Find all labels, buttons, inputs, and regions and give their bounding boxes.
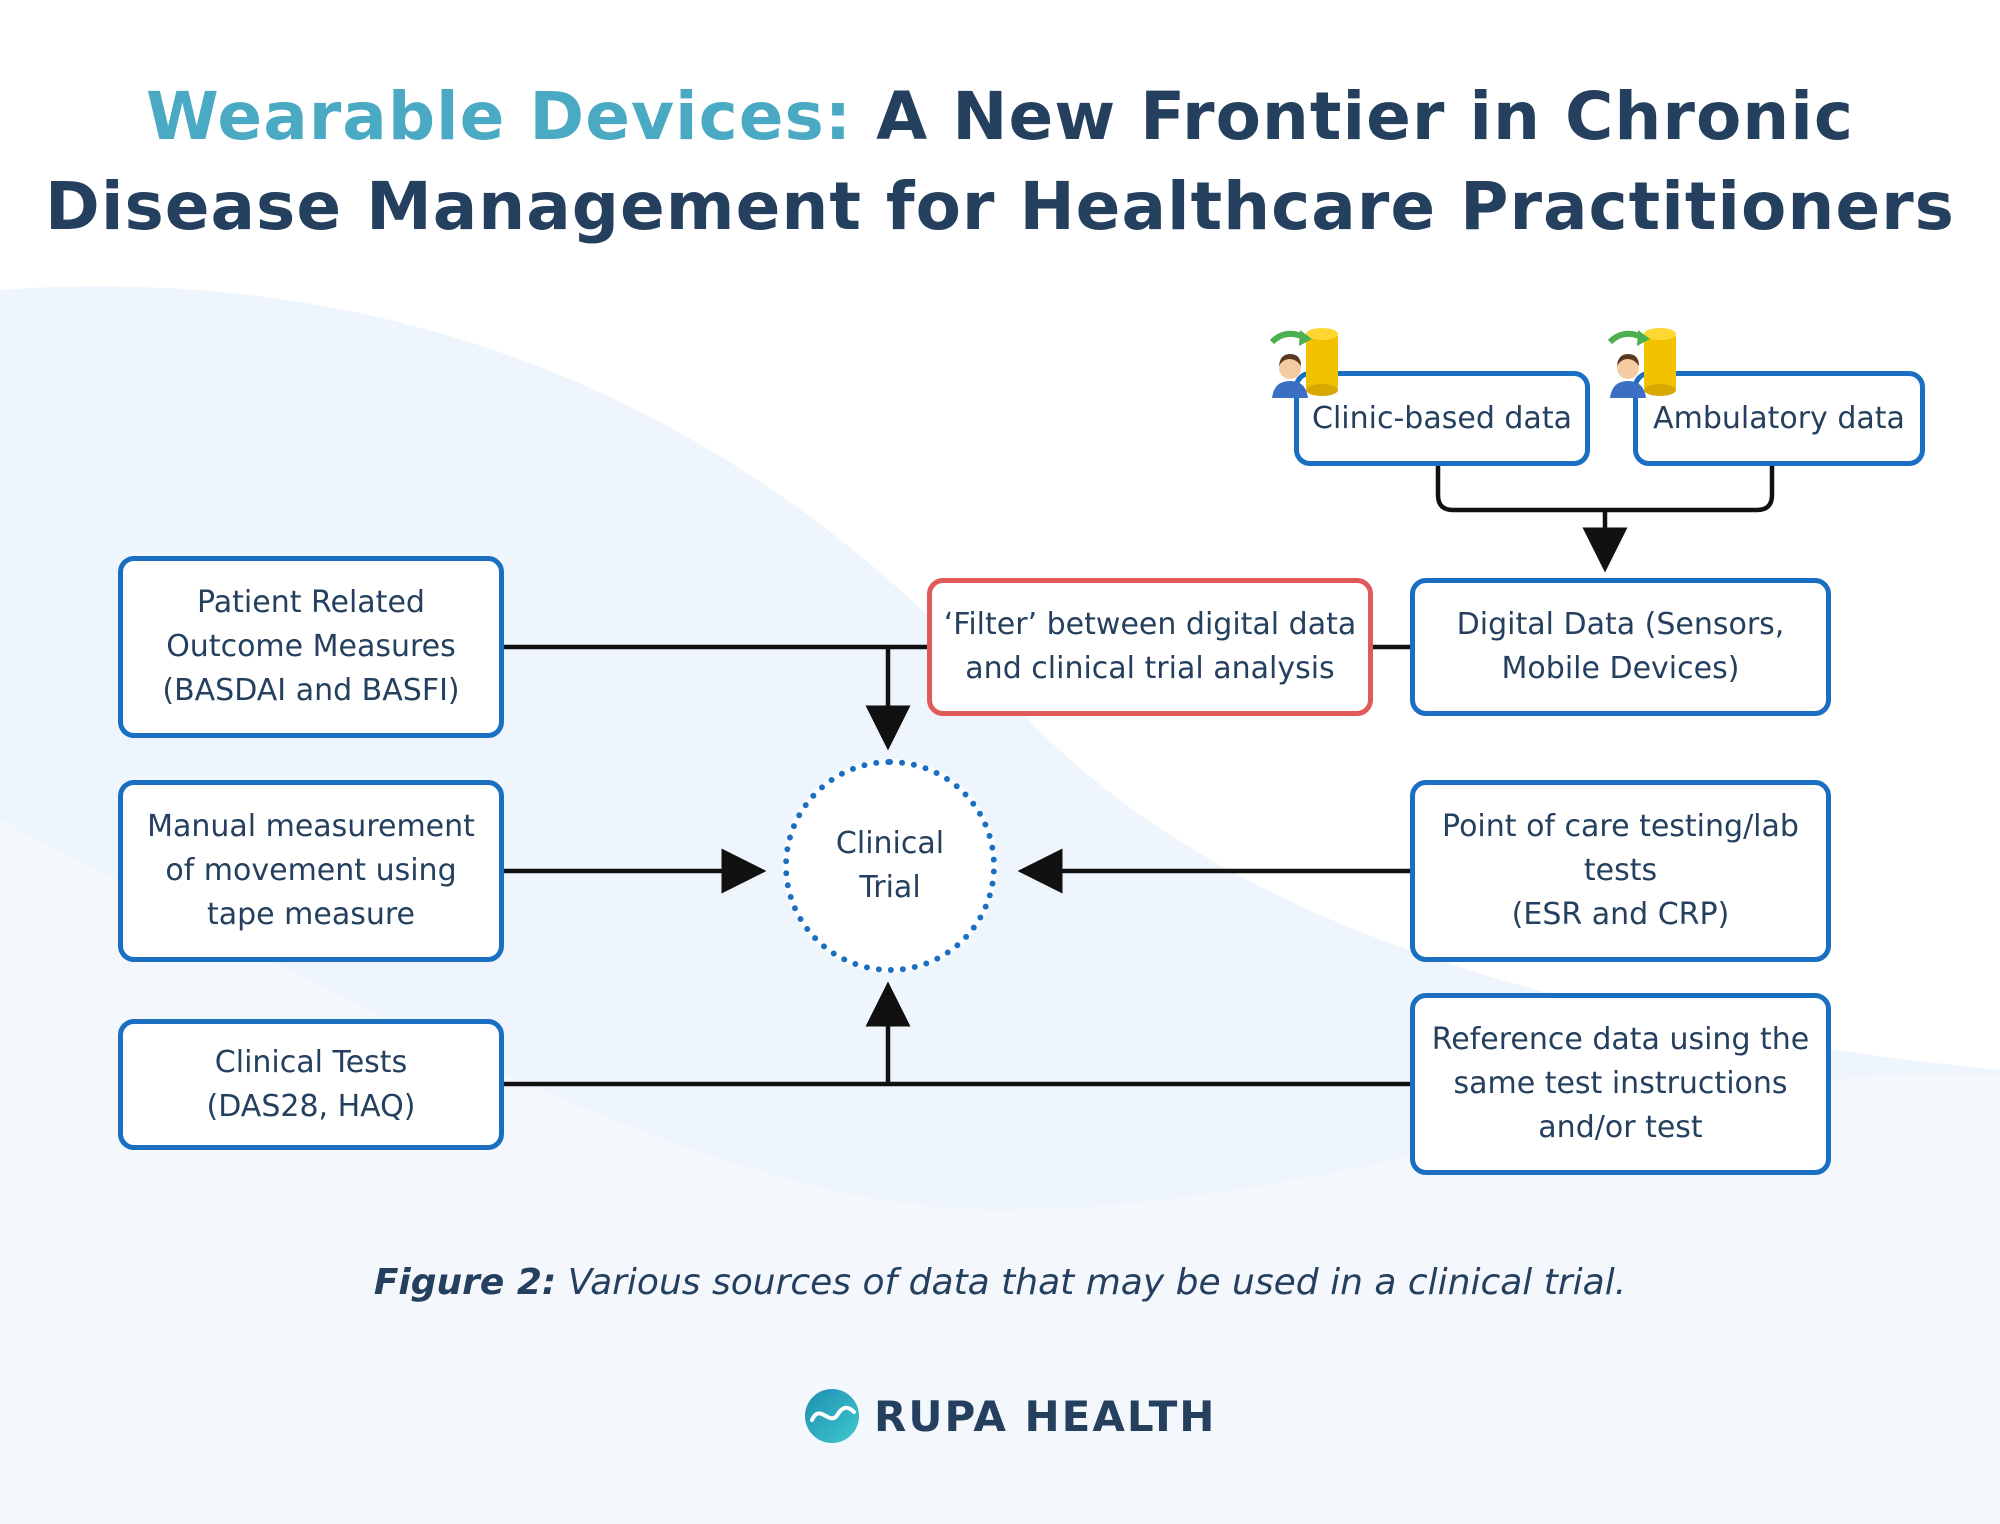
bracket-connector — [1435, 466, 1775, 513]
ambulatory-data-box: Ambulatory data — [1633, 371, 1925, 466]
brand-footer: RUPA HEALTH — [804, 1386, 1216, 1446]
title-accent: Wearable Devices: — [145, 78, 853, 155]
filter-box: ‘Filter’ between digital data and clinic… — [927, 578, 1373, 716]
rupa-health-logo-icon — [805, 1389, 859, 1443]
patient-outcome-box: Patient Related Outcome Measures (BASDAI… — [118, 556, 504, 738]
digital-data-box: Digital Data (Sensors, Mobile Devices) — [1410, 578, 1831, 716]
figure-caption: Figure 2: Various sources of data that m… — [0, 1262, 2000, 1303]
title-line2: Disease Management for Healthcare Practi… — [45, 168, 1955, 245]
point-of-care-box: Point of care testing/lab tests (ESR and… — [1410, 780, 1831, 962]
clinic-based-data-box: Clinic-based data — [1294, 371, 1590, 466]
caption-label: Figure 2: — [373, 1262, 557, 1303]
clinical-tests-box: Clinical Tests (DAS28, HAQ) — [118, 1019, 504, 1150]
manual-measurement-box: Manual measurement of movement using tap… — [118, 780, 504, 962]
caption-text: Various sources of data that may be used… — [556, 1262, 1627, 1303]
person-database-icon — [1269, 328, 1338, 398]
clinical-trial-node: Clinical Trial — [783, 759, 997, 973]
title-line1-rest: A New Frontier in Chronic — [876, 78, 1855, 155]
reference-data-box: Reference data using the same test instr… — [1410, 993, 1831, 1175]
brand-name: RUPA HEALTH — [874, 1391, 1217, 1441]
person-database-icon — [1607, 328, 1676, 398]
page-title: Wearable Devices: A New Frontier in Chro… — [0, 72, 2000, 252]
